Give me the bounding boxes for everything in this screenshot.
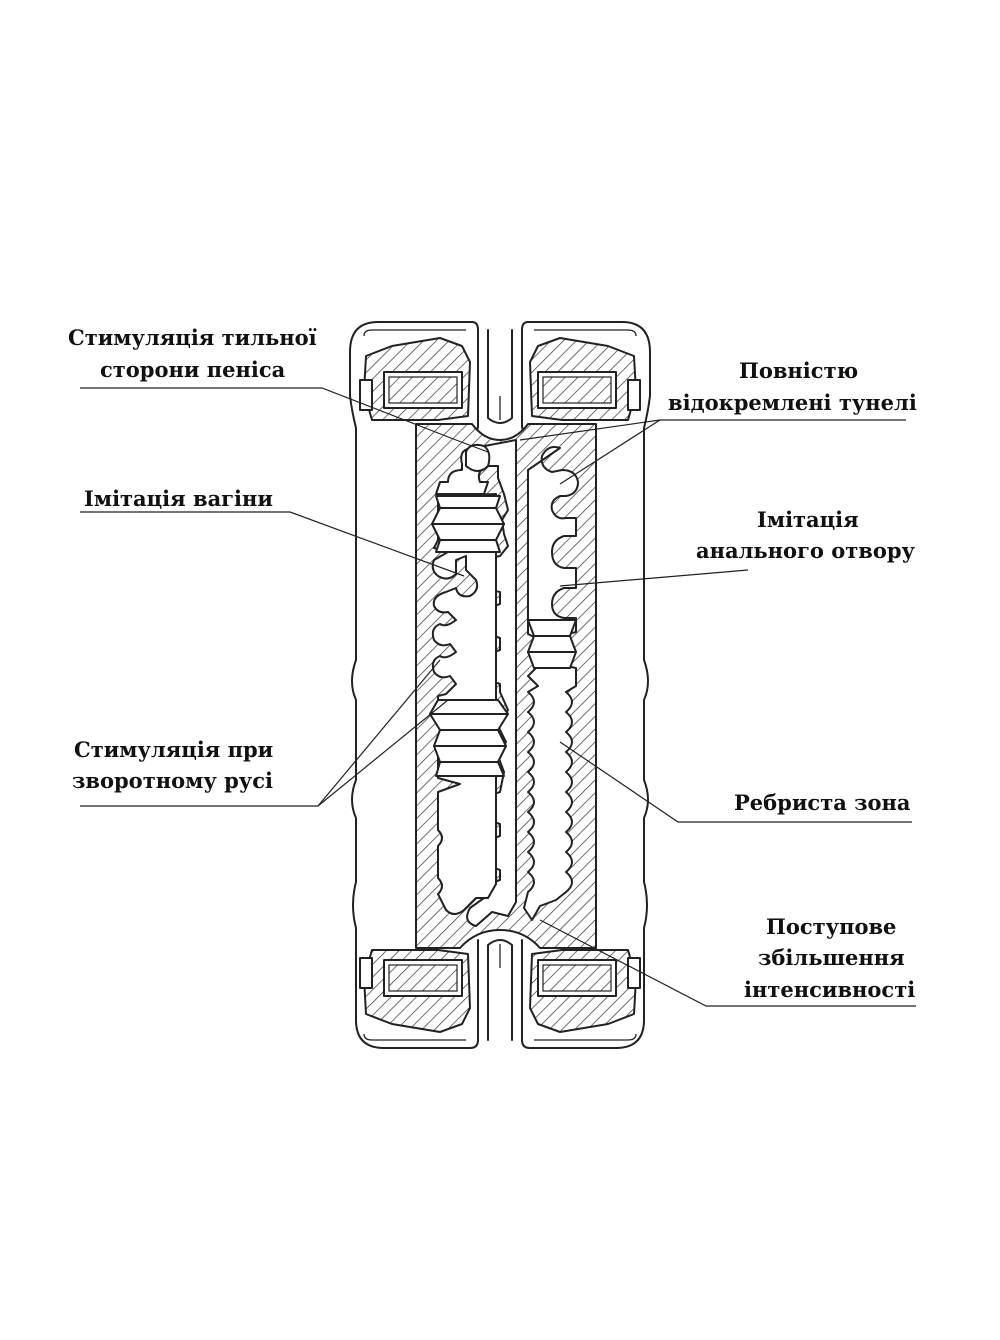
left-tunnel <box>429 439 517 927</box>
label-back-side-line1: Стимуляція тильної <box>68 325 317 350</box>
label-anal-line1: Імітація <box>757 507 859 532</box>
right-tunnel <box>523 446 579 921</box>
label-gradual-line1: Поступове <box>766 914 896 939</box>
labels: Стимуляція тильної сторони пеніса Повніс… <box>68 325 917 1002</box>
label-anal-line2: анального отвору <box>696 538 916 563</box>
label-reverse-line1: Стимуляція при <box>74 737 273 762</box>
label-back-side-line2: сторони пеніса <box>100 357 286 382</box>
leader-lines <box>80 387 916 1007</box>
label-gradual-line3: інтенсивності <box>744 977 915 1002</box>
label-separate-line2: відокремлені тунелі <box>668 390 917 415</box>
label-separate-line1: Повністю <box>739 358 858 383</box>
label-vagina: Імітація вагіни <box>84 486 273 511</box>
top-right-cap <box>529 337 641 421</box>
bottom-right-cap <box>529 949 641 1033</box>
bottom-left-cap <box>359 949 471 1033</box>
top-left-cap <box>359 337 471 421</box>
label-reverse-line2: зворотному русі <box>72 768 273 793</box>
label-gradual-line2: збільшення <box>758 945 905 970</box>
label-ribbed: Ребриста зона <box>734 790 911 815</box>
